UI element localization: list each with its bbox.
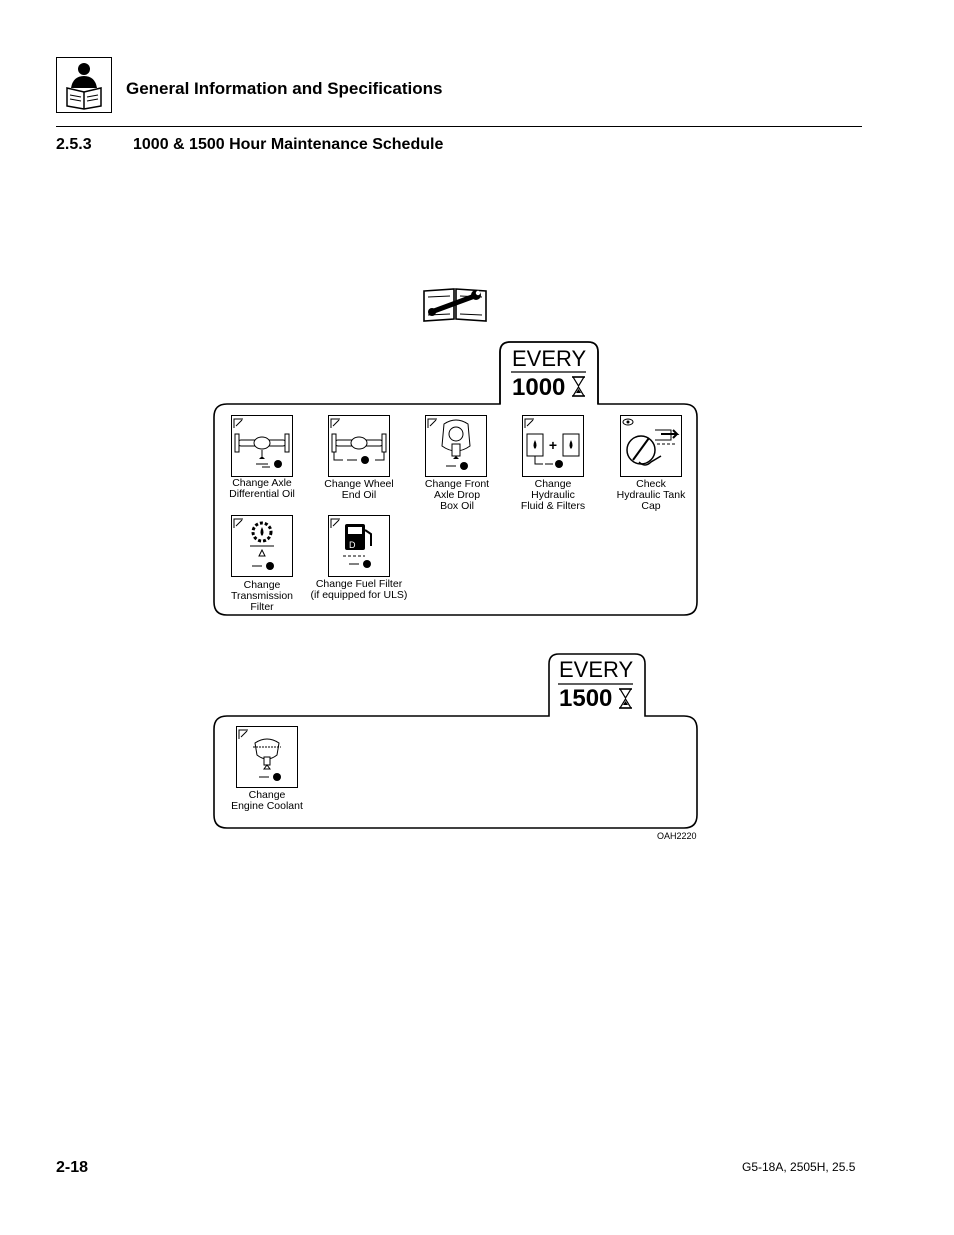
service-manual-icon: [422, 285, 488, 328]
svg-text:+: +: [549, 437, 557, 453]
coolant-icon: [236, 726, 298, 788]
page-number: 2-18: [56, 1159, 89, 1176]
hourglass-icon: [571, 376, 586, 397]
axle-differential-icon: [231, 415, 293, 477]
hydraulic-fluid-icon: +: [522, 415, 584, 477]
interval-hours: 1000: [512, 374, 566, 401]
page-header-title: General Information and Specifications: [126, 79, 443, 98]
interval-label: EVERY: [512, 346, 587, 371]
section-title: 1000 & 1500 Hour Maintenance Schedule: [133, 136, 444, 153]
wheel-end-icon: [328, 415, 390, 477]
fuel-filter-icon: D: [328, 515, 390, 577]
interval-hours: 1500: [559, 685, 613, 712]
drop-box-icon: [425, 415, 487, 477]
reader-book-icon: [56, 57, 112, 113]
hourglass-icon: [618, 688, 633, 709]
figure-code: OAH2220: [657, 831, 697, 841]
task-caption: Change Fuel Filter(if equipped for ULS): [310, 578, 408, 601]
section-number: 2.5.3: [56, 136, 92, 153]
tank-cap-icon: [620, 415, 682, 477]
header-divider: [56, 126, 862, 127]
interval-label: EVERY: [559, 657, 634, 682]
svg-text:D: D: [349, 540, 356, 550]
transmission-filter-icon: [231, 515, 293, 577]
document-reference: G5-18A, 2505H, 25.5: [742, 1160, 856, 1174]
